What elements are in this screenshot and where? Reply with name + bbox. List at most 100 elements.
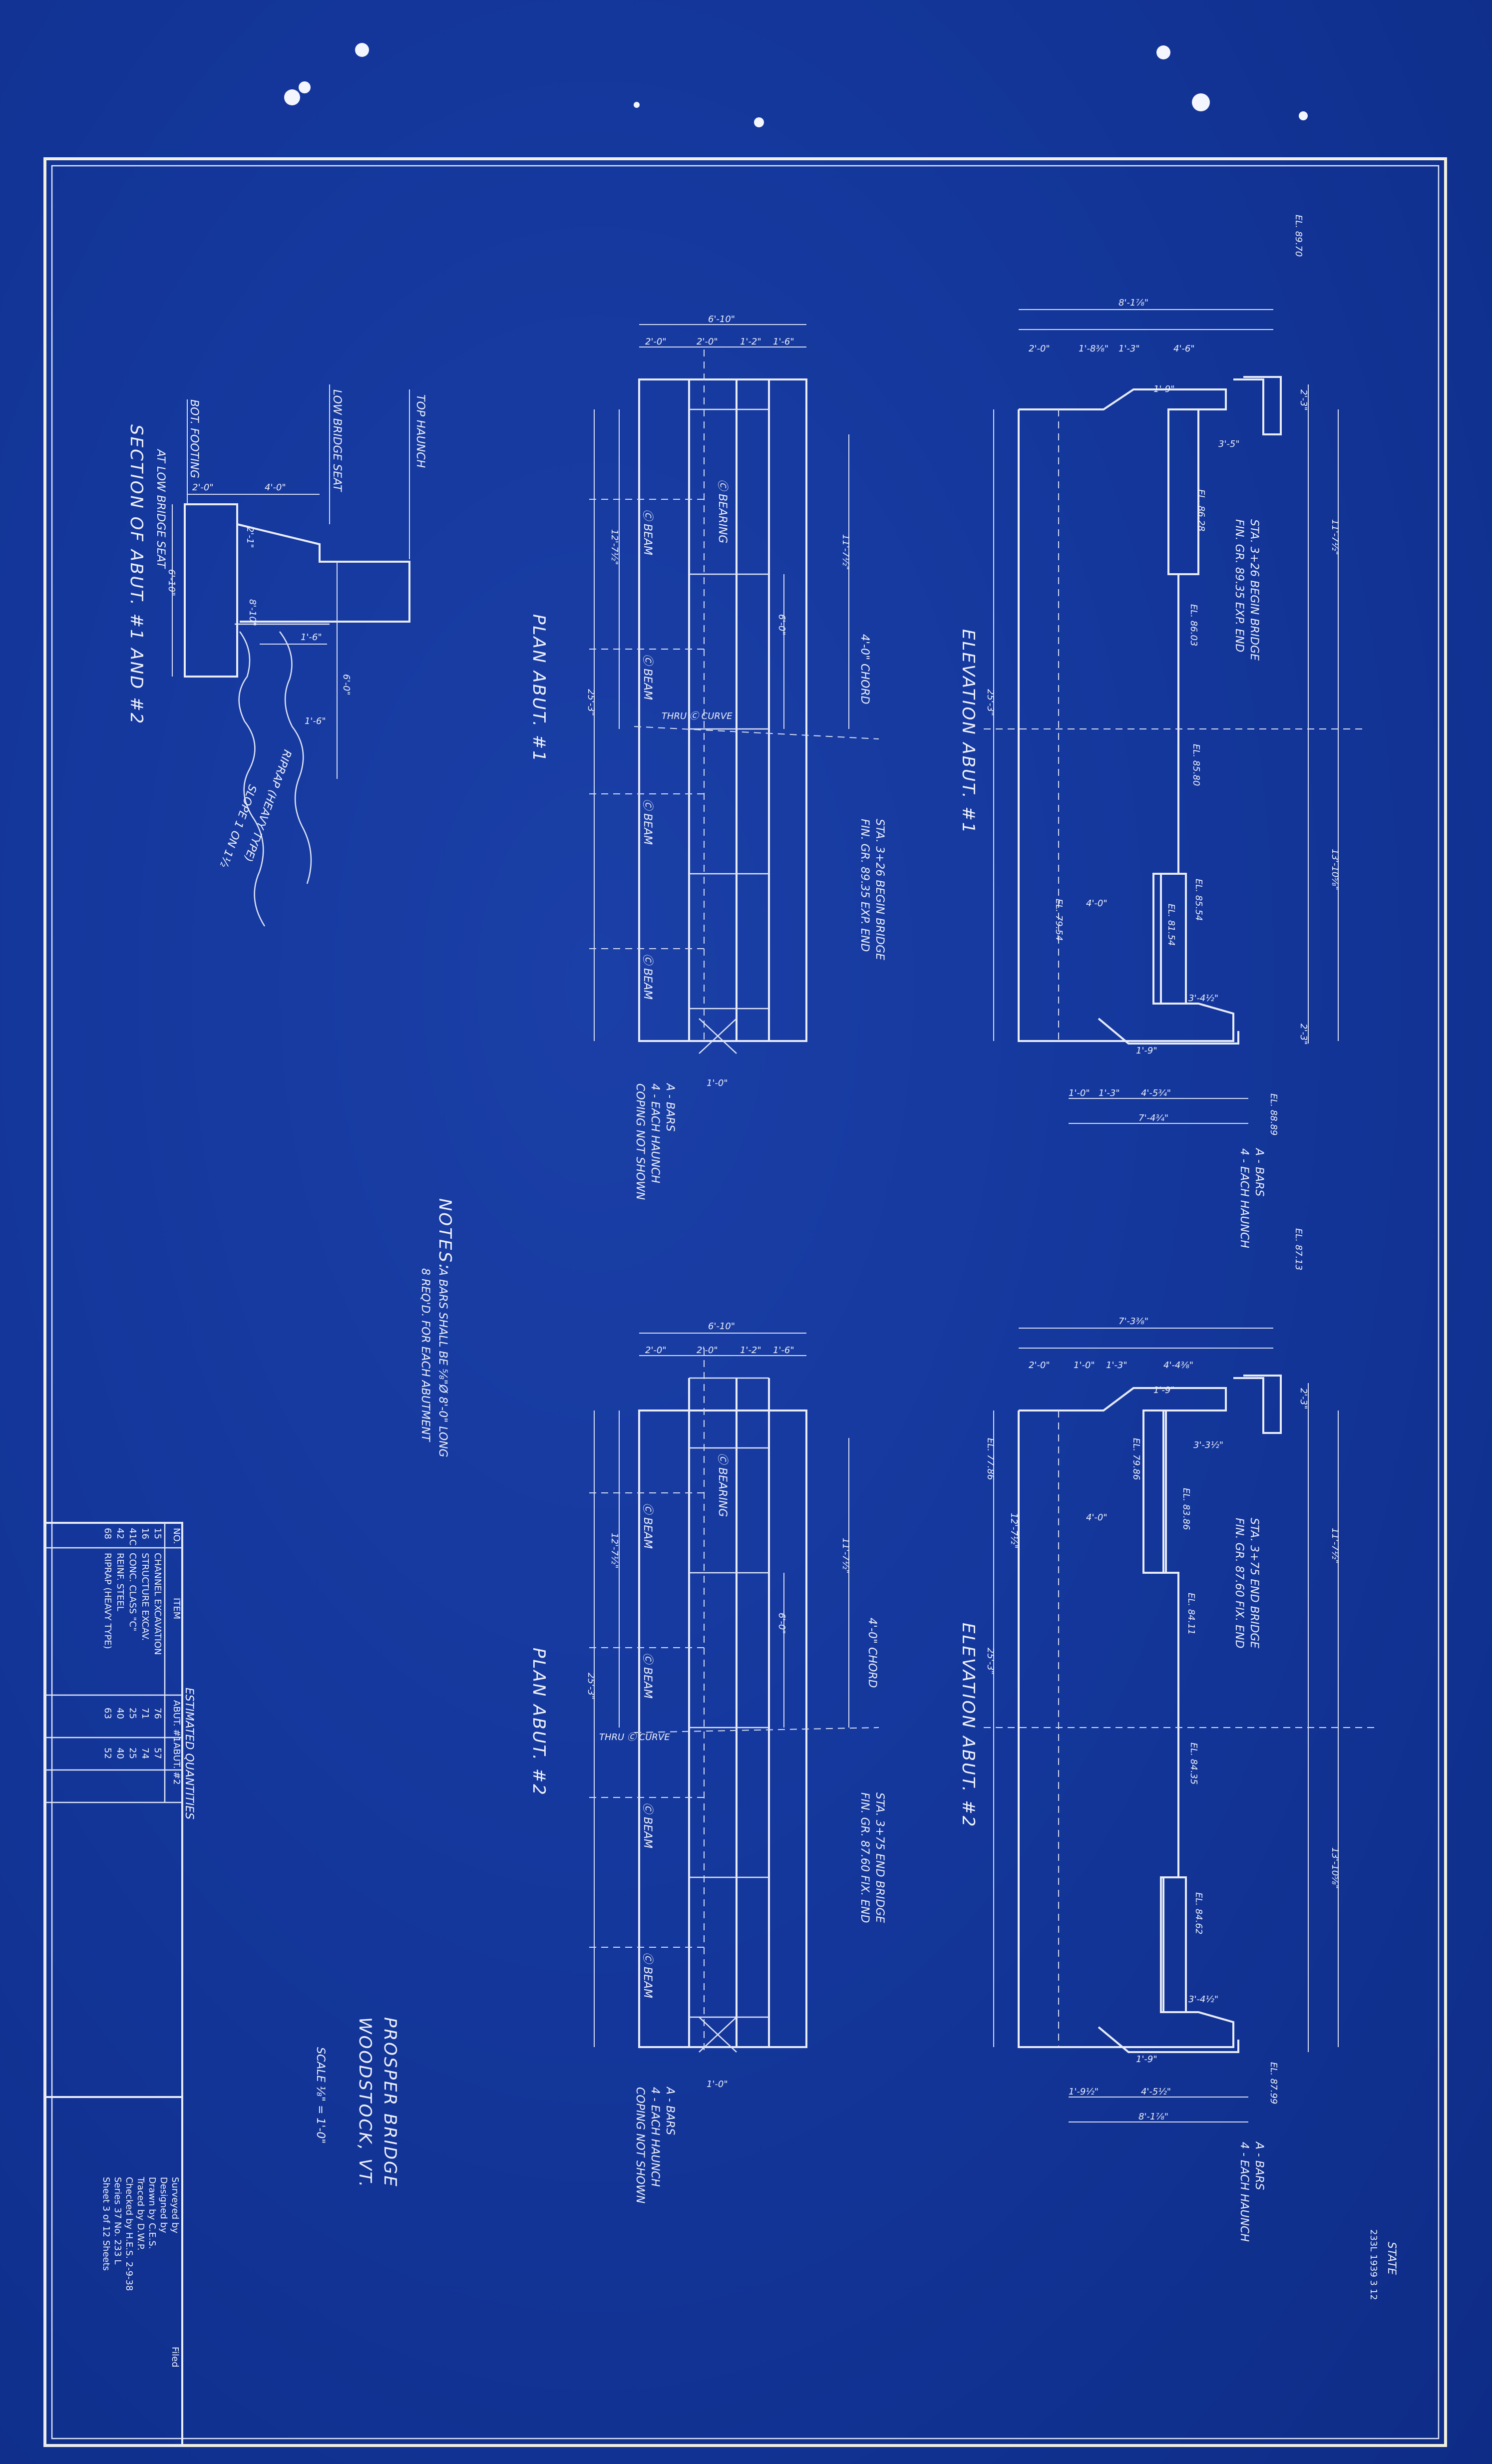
plan2-coping-note: COPING NOT SHOWN — [634, 2087, 646, 2203]
elev2-elevation: EL. 87.13 — [1293, 1228, 1304, 1270]
cell: 68 — [102, 1528, 113, 1539]
titleblock-row: Surveyed by — [170, 2177, 180, 2233]
titleblock-row: Checked by H.E.S. 2-9-38 — [124, 2177, 134, 2291]
project-scale: SCALE ⅛" = 1'-0" — [314, 2047, 327, 2144]
elev2-dim: 13'-10⅝" — [1330, 1847, 1340, 1889]
plan2-dim: 12'-7½" — [609, 1533, 620, 1569]
plan2-dim: 2'-0" — [645, 1345, 667, 1356]
cell: CONC. CLASS "C" — [127, 1553, 138, 1631]
plan2-dim: 1'-0" — [707, 2079, 728, 2090]
plan1-beam-label: Ⓒ BEAM — [641, 654, 654, 700]
plan1-haunch-note: 4 - EACH HAUNCH — [649, 1083, 661, 1183]
plan1-dim: 6'-0" — [776, 614, 787, 636]
titleblock-filed: Filed — [170, 2347, 180, 2368]
titleblock-row: Drawn by C.E.S. — [147, 2177, 157, 2249]
plan1-dim: 1'-2" — [740, 337, 761, 347]
elev2-dim: 1'-9" — [1136, 2054, 1157, 2065]
elev1-dim: 1'-9" — [1153, 384, 1175, 394]
elev2-dim: 3'-4½" — [1188, 1994, 1218, 2005]
elev2-elevation: EL. 87.99 — [1268, 2062, 1279, 2104]
elev2-elevation: EL. 83.86 — [1181, 1488, 1191, 1530]
cell: RIPRAP (HEAVY TYPE) — [102, 1553, 113, 1649]
elev2-dim: 8'-1⅞" — [1138, 2112, 1168, 2122]
elev1-elevation: EL. 89.70 — [1293, 215, 1304, 257]
plan1-dim: 12'-7½" — [609, 529, 620, 565]
elev1-dim: 13'-10⅝" — [1330, 849, 1340, 890]
plan1-dim: 2'-0" — [697, 337, 718, 347]
elev2-dim: 11'-7½" — [1330, 1528, 1340, 1564]
plan1-bearing-label: Ⓒ BEARING — [716, 479, 729, 543]
elev1-dim: 11'-7½" — [1330, 519, 1340, 555]
plan2-dim: 2'-0" — [697, 1345, 718, 1356]
elev1-station-note: STA. 3+26 BEGIN BRIDGE — [1248, 519, 1260, 661]
cell: STRUCTURE EXCAV. — [140, 1553, 150, 1641]
stamp-line: 233L 1939 3 12 — [1368, 2229, 1379, 2300]
plan1-dim: 6'-10" — [708, 314, 735, 325]
elev2-dim: 1'-9½" — [1069, 2087, 1099, 2097]
cell: REINF. STEEL — [115, 1553, 125, 1611]
section-view — [172, 384, 410, 927]
elev2-dim: 4'-4⅜" — [1163, 1360, 1193, 1371]
elev2-dim: 25'-3" — [985, 1648, 996, 1675]
elev1-elevation: EL. 86.28 — [1196, 489, 1206, 531]
plan2-chord-note: 4'-0" CHORD — [866, 1618, 878, 1688]
plan2-dim: 11'-7½" — [840, 1538, 851, 1574]
elev2-station-note: STA. 3+75 END BRIDGE — [1248, 1518, 1260, 1648]
titleblock-row: Designed by — [158, 2177, 169, 2233]
elev2-dim: 2'-3" — [1298, 1388, 1309, 1409]
section-dim: 1'-6" — [301, 632, 322, 643]
elev2-dim: 3'-3½" — [1193, 1440, 1223, 1450]
elev1-elevation: EL. 88.89 — [1268, 1093, 1279, 1135]
notes-line: A BARS SHALL BE ⅝"Ø 8'-0" LONG — [436, 1267, 449, 1457]
elev2-dim: 7'-3⅜" — [1119, 1316, 1148, 1327]
plan1-beam-label: Ⓒ BEAM — [641, 799, 654, 845]
plan1-dim: 11'-7½" — [840, 534, 851, 570]
elev2-elevation: EL. 79.86 — [1131, 1438, 1141, 1480]
notes-line: 8 REQ'D. FOR EACH ABUTMENT — [419, 1268, 431, 1442]
elev1-dim: 25'-3" — [985, 689, 996, 716]
elev1-dim: 1'-0" — [1069, 1088, 1090, 1098]
quantities-header: NO. — [171, 1528, 182, 1544]
titleblock-row: Traced by D.W.P. — [135, 2176, 146, 2251]
elev2-elevation: EL. 84.35 — [1188, 1743, 1199, 1784]
elev2-dim: 12'-7½" — [1009, 1513, 1019, 1549]
section-label-bot-footing: BOT. FOOTING — [188, 399, 200, 478]
elev1-elevation: EL. 81.54 — [1166, 904, 1176, 946]
notes-heading: NOTES: — [435, 1198, 455, 1271]
plan2-beam-label: Ⓒ BEAM — [641, 1653, 654, 1699]
plan1-beam-label: Ⓒ BEAM — [641, 954, 654, 1000]
section-title: SECTION OF ABUT. #1 AND #2 — [126, 424, 146, 725]
plan2-beam-label: Ⓒ BEAM — [641, 1802, 654, 1848]
section-dim: 2'-0" — [192, 482, 214, 493]
cell: 57 — [152, 1748, 163, 1759]
section-dim: 2'-1" — [245, 527, 255, 548]
plan1-coping-note: COPING NOT SHOWN — [634, 1083, 646, 1200]
elev1-dim: 2'-3" — [1298, 389, 1309, 411]
elev1-dim: 1'-9" — [1136, 1046, 1157, 1056]
elev2-bars-note: A - BARS — [1253, 2141, 1265, 2190]
project-name: PROSPER BRIDGE — [380, 2017, 400, 2188]
plan2-beam-label: Ⓒ BEAM — [641, 1503, 654, 1549]
elev1-dim: 1'-3" — [1119, 344, 1140, 354]
elev2-dim: 4'-5½" — [1141, 2087, 1171, 2097]
quantities-row: 68 RIPRAP (HEAVY TYPE) 63 52 — [102, 1528, 113, 1759]
plan1-dim: 1'-6" — [773, 337, 794, 347]
elev1-dim: 3'-4½" — [1188, 993, 1218, 1004]
plan2-dim: 1'-6" — [773, 1345, 794, 1356]
quantities-row: 15 CHANNEL EXCAVATION 76 57 — [152, 1528, 163, 1759]
elev2-elevation: EL. 84.62 — [1193, 1892, 1204, 1934]
plan2-dim: 6'-0" — [776, 1613, 787, 1634]
plan2-haunch-note: 4 - EACH HAUNCH — [649, 2087, 661, 2187]
section-subtitle: AT LOW BRIDGE SEAT — [154, 448, 167, 569]
section-label-top-haunch: TOP HAUNCH — [414, 394, 426, 468]
cell: 16 — [140, 1528, 150, 1539]
elev2-elevation: EL. 84.11 — [1186, 1593, 1196, 1635]
plan2-bearing-label: Ⓒ BEARING — [716, 1453, 729, 1517]
quantities-header: ABUT. #1 — [171, 1700, 182, 1743]
elev1-dim: 4'-0" — [1086, 898, 1108, 909]
quantities-row: 42 REINF. STEEL 40 40 — [115, 1528, 125, 1759]
elev1-view — [984, 309, 1363, 1124]
elev1-dim: 2'-0" — [1029, 344, 1050, 354]
